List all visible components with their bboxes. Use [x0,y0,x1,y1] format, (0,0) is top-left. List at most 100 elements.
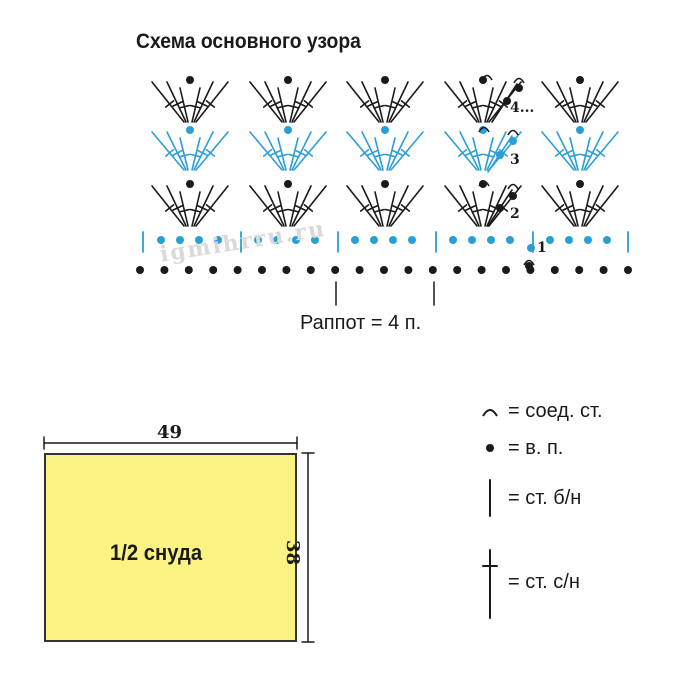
chain-stitch [254,236,262,244]
double-crochet-stitch [361,131,382,171]
slip-stitch-icon [482,409,498,417]
double-crochet-stitch [482,191,495,227]
row-label-4: 4... [510,100,534,116]
slip-stitch [507,183,519,190]
double-crochet-stitch [444,131,478,171]
double-crochet-stitch [556,185,577,227]
double-crochet-stitch [482,137,495,171]
legend-text-slip-stitch: = соед. ст. [508,400,603,422]
double-crochet-stitch [264,185,285,227]
chain-stitch [428,266,437,274]
double-crochet-stitch [444,81,478,123]
chain-stitch [282,266,291,274]
double-crochet-stitch [151,131,185,171]
double-crochet-stitch [541,81,575,123]
chain-stitch [186,126,194,134]
slip-stitch [478,180,490,187]
double-crochet-stitch [178,137,191,171]
double-crochet-stitch [585,185,619,227]
fan-cluster [346,126,424,171]
double-crochet-stitch [390,185,424,227]
double-crochet-stitch [388,131,409,171]
legend-text-double-crochet: = ст. с/н [508,571,580,593]
fan-cluster [541,76,619,123]
double-crochet-stitch [361,81,382,123]
double-crochet-stitch [373,87,386,123]
chain-stitch [186,76,194,84]
dimension-lines [43,436,315,643]
double-crochet-stitch [346,185,380,227]
slip-stitch [478,126,490,133]
double-crochet-stitch [249,81,283,123]
double-crochet-stitch [541,185,575,227]
rapport-label: Раппот = 4 п. [300,312,422,334]
turning-chain [487,135,513,173]
slip-stitch [523,259,535,266]
double-crochet-stitch [388,81,409,123]
double-crochet-stitch [287,191,300,227]
double-crochet-stitch [459,81,480,123]
double-crochet-stitch [293,185,327,227]
chain-stitch [477,266,486,274]
fan-cluster [151,126,229,171]
chain-stitch [284,76,292,84]
double-crochet-stitch [390,131,424,171]
double-crochet-stitch [166,185,187,227]
chain-stitch [479,76,487,84]
chain-stitch [214,236,222,244]
fan-cluster [444,180,522,227]
double-crochet-stitch [276,191,289,227]
slip-stitch [507,129,519,136]
chain-stitch [233,266,242,274]
double-crochet-stitch [579,87,592,123]
double-crochet-stitch [189,191,202,227]
double-crochet-stitch [579,191,592,227]
chain-stitch [389,236,397,244]
double-crochet-stitch [384,87,397,123]
double-crochet-stitch [293,81,327,123]
schematic-label: 1/2 снуда [110,540,203,565]
double-crochet-stitch [249,131,283,171]
chain-stitch [527,244,535,252]
chain-stitch [576,126,584,134]
fan-cluster [541,180,619,227]
double-crochet-stitch [556,131,577,171]
double-crochet-stitch [482,87,495,123]
rapport-markers [335,281,435,306]
slip-stitch [481,74,493,81]
chain-stitch [525,262,533,270]
chain-stitch [576,180,584,188]
double-crochet-stitch [189,87,202,123]
chain-stitch [487,236,495,244]
double-crochet-stitch [193,185,214,227]
chain-stitch [515,84,523,92]
double-crochet-icon [482,549,498,619]
double-crochet-stitch [195,185,229,227]
chain-stitch [355,266,364,274]
chain-stitch [258,266,266,274]
double-crochet-stitch [579,137,592,171]
fan-rows [151,76,619,227]
double-crochet-stitch [361,185,382,227]
chain-stitch [550,266,559,274]
chain-stitch [306,266,315,274]
chain-stitch [160,266,169,274]
double-crochet-stitch [583,81,604,123]
turning-chain [491,83,518,123]
legend-text-single-crochet: = ст. б/н [508,487,582,509]
fan-cluster [151,180,229,227]
double-crochet-stitch [373,191,386,227]
chain-stitch [136,266,144,274]
double-crochet-stitch [568,191,581,227]
double-crochet-stitch [195,131,229,171]
double-crochet-stitch [276,137,289,171]
double-crochet-stitch [291,131,312,171]
slip-stitch [513,77,525,84]
row-1-single-crochet [142,231,629,253]
fan-cluster [151,76,229,123]
height-dimension-label: 38 [282,540,303,566]
double-crochet-stitch [151,81,185,123]
double-crochet-stitch [459,131,480,171]
double-crochet-stitch [178,87,191,123]
chain-stitch [584,236,592,244]
